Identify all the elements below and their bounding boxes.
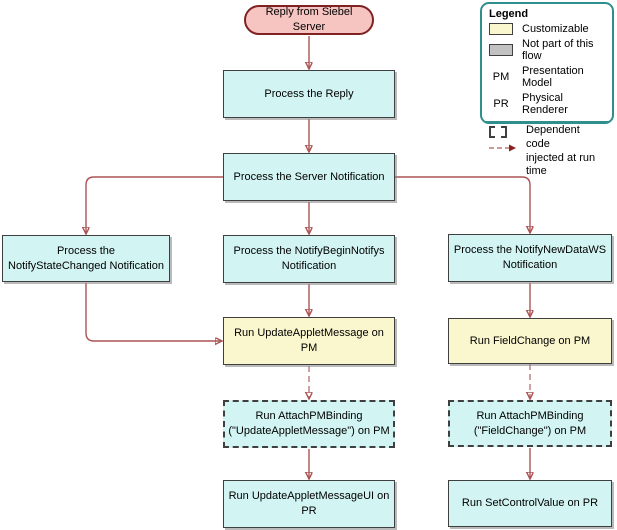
arrow-server-to-notify-new-data-ws — [395, 176, 530, 233]
legend-divider — [485, 121, 609, 122]
legend-pr-key: PR — [493, 98, 509, 110]
legend-row-pr: PR Physical Renderer — [489, 92, 606, 116]
legend-not-part-label: Not part of this flow — [522, 38, 594, 62]
legend-row-not-part: Not part of this flow — [489, 38, 606, 62]
dashed-box-icon — [489, 126, 507, 138]
not-part-of-flow-swatch-icon — [489, 44, 513, 56]
dashed-arrow-icon — [489, 144, 516, 152]
customizable-swatch-icon — [489, 23, 513, 35]
node-process-server-notification: Process the Server Notification — [223, 153, 395, 201]
dependent-code-icons — [489, 124, 517, 152]
legend-customizable-label: Customizable — [522, 23, 589, 35]
start-node-reply-from-siebel-server: Reply from Siebel Server — [244, 5, 374, 35]
legend-panel: Legend Customizable Not part of this flo… — [480, 2, 614, 177]
node-run-attach-pm-binding-field-change: Run AttachPMBinding ("FieldChange") on P… — [448, 400, 612, 447]
legend-pm-key: PM — [492, 71, 510, 83]
legend-row-customizable: Customizable — [489, 23, 606, 35]
legend-row-dependent-code: Dependent code injected at run time — [489, 124, 606, 179]
node-process-notify-state-changed: Process the NotifyStateChanged Notificat… — [2, 235, 170, 282]
legend-pm-label: Presentation Model — [522, 65, 584, 89]
legend-row-pm: PM Presentation Model — [489, 65, 606, 89]
legend-pr-label: Physical Renderer — [522, 92, 568, 116]
node-process-notify-new-data-ws: Process the NotifyNewDataWS Notification — [448, 234, 612, 282]
node-run-set-control-value-on-pr: Run SetControlValue on PR — [448, 480, 612, 527]
node-run-attach-pm-binding-update-applet-message: Run AttachPMBinding ("UpdateAppletMessag… — [223, 400, 395, 448]
node-process-the-reply: Process the Reply — [223, 70, 395, 118]
arrow-server-to-notify-state-changed — [86, 176, 223, 234]
node-run-update-applet-message-on-pm: Run UpdateAppletMessage on PM — [223, 317, 395, 365]
node-run-update-applet-message-ui-on-pr: Run UpdateAppletMessageUI on PR — [223, 480, 395, 528]
legend-dependent-label: Dependent code injected at run time — [526, 124, 596, 178]
node-process-notify-begin-notifys: Process the NotifyBeginNotifys Notificat… — [223, 235, 395, 283]
node-run-field-change-on-pm: Run FieldChange on PM — [448, 318, 612, 364]
legend-title: Legend — [489, 8, 529, 20]
arrow-state-changed-to-update-applet-message — [85, 283, 222, 341]
